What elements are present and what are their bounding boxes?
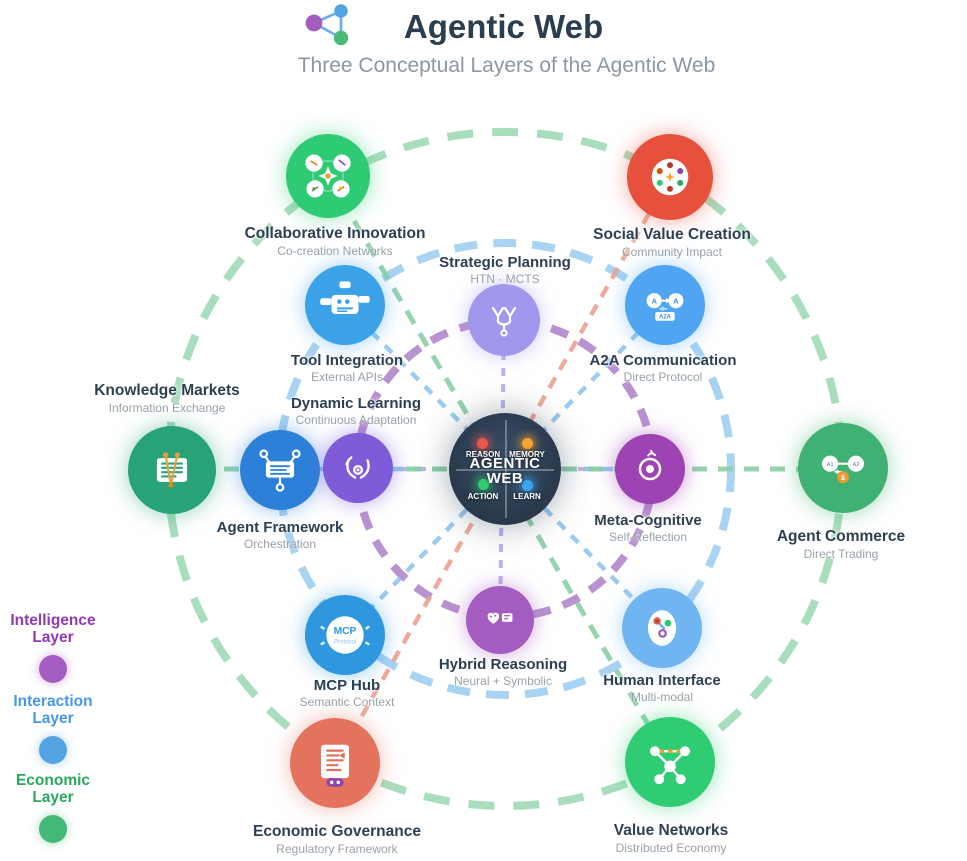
- meta-cognitive-icon: [638, 449, 662, 481]
- action-label: ACTION: [467, 492, 499, 501]
- legend-item-economic: Economic Layer: [3, 772, 103, 843]
- memory-dot: [522, 438, 533, 449]
- label-economic-governance: Economic Governance Regulatory Framework: [253, 823, 421, 856]
- network-logo-icon: [305, 4, 348, 46]
- node-social-value-creation: [627, 134, 713, 220]
- node-human-interface: [622, 588, 702, 668]
- node-hybrid-reasoning: [466, 586, 534, 654]
- center-title-line1: AGENTIC: [469, 455, 541, 472]
- node-value-networks: [625, 717, 715, 807]
- interaction-layer-dot: [39, 735, 67, 764]
- collaborative-innovation-icon: [305, 154, 351, 198]
- quadrant-divider-vertical: [505, 419, 507, 519]
- label-strategic-planning: Strategic Planning HTN · MCTS: [439, 254, 571, 286]
- strategic-planning-icon: [491, 306, 517, 337]
- label-agent-commerce: Agent Commerce Direct Trading: [776, 528, 906, 561]
- legend-label-interaction: Interaction Layer: [13, 693, 93, 728]
- svg-text:A2: A2: [852, 462, 859, 468]
- node-economic-governance: [290, 718, 380, 808]
- value-networks-icon: [649, 746, 691, 785]
- label-dynamic-learning: Dynamic Learning Continuous Adaptation: [290, 395, 422, 427]
- node-collaborative-innovation: [286, 134, 370, 218]
- learn-dot: [522, 480, 533, 491]
- node-strategic-planning: [468, 284, 540, 356]
- dynamic-learning-icon: [345, 456, 370, 479]
- legend-item-interaction: Interaction Layer: [3, 693, 103, 764]
- center-title-line2: WEB: [486, 470, 524, 487]
- quadrant-divider-horizontal: [455, 469, 555, 471]
- label-a2a-communication: A2A Communication Direct Protocol: [589, 352, 737, 384]
- svg-text:A: A: [673, 296, 679, 305]
- agent-framework-icon: [259, 449, 301, 492]
- node-meta-cognitive: [615, 434, 685, 504]
- node-agent-framework: [240, 430, 320, 510]
- social-value-creation-icon: [651, 158, 689, 196]
- label-collaborative-innovation: Collaborative Innovation Co-creation Net…: [244, 225, 426, 258]
- economic-governance-icon: [321, 744, 349, 787]
- label-human-interface: Human Interface Multi-modal: [603, 672, 721, 704]
- label-value-networks: Value Networks Distributed Economy: [613, 822, 729, 855]
- svg-text:A2A: A2A: [659, 315, 672, 321]
- reason-dot: [477, 438, 488, 449]
- economic-layer-dot: [39, 814, 67, 843]
- center-hub-agentic-web: REASON MEMORY ACTION LEARN AGENTIC WEB: [449, 413, 561, 525]
- svg-text:$: $: [841, 473, 846, 482]
- action-dot: [478, 479, 489, 490]
- svg-text:A1: A1: [827, 462, 834, 468]
- page-subtitle: Three Conceptual Layers of the Agentic W…: [297, 54, 716, 77]
- label-agent-framework: Agent Framework Orchestration: [216, 519, 344, 551]
- tool-integration-icon: [320, 281, 370, 314]
- svg-text:A: A: [651, 296, 657, 305]
- node-a2a-communication: A A A2A: [625, 265, 705, 345]
- memory-label: MEMORY: [509, 450, 545, 459]
- legend-label-intelligence: Intelligence Layer: [10, 612, 96, 647]
- human-interface-icon: [647, 610, 677, 646]
- a2a-communication-icon: A A A2A: [646, 293, 684, 321]
- knowledge-markets-icon: [156, 452, 188, 488]
- mcp-hub-icon: MCP Protocol: [320, 616, 370, 654]
- intelligence-layer-dot: [39, 654, 67, 683]
- page-title: Agentic Web: [403, 8, 604, 45]
- node-mcp-hub: MCP Protocol: [305, 595, 385, 675]
- hybrid-reasoning-icon: [487, 612, 513, 624]
- label-meta-cognitive: Meta-Cognitive Self-Reflection: [594, 512, 702, 544]
- svg-text:Protocol: Protocol: [334, 639, 356, 645]
- label-mcp-hub: MCP Hub Semantic Context: [299, 677, 395, 709]
- agent-commerce-icon: A1 A2 $: [822, 455, 864, 484]
- label-tool-integration: Tool Integration External APIs: [290, 352, 404, 384]
- learn-label: LEARN: [513, 492, 541, 501]
- legend-label-economic: Economic Layer: [15, 772, 91, 807]
- label-knowledge-markets: Knowledge Markets Information Exchange: [94, 382, 240, 415]
- reason-label: REASON: [465, 450, 501, 459]
- node-agent-commerce: A1 A2 $: [798, 423, 888, 513]
- label-social-value-creation: Social Value Creation Community Impact: [593, 226, 751, 259]
- svg-text:MCP: MCP: [334, 626, 357, 637]
- node-dynamic-learning: [323, 433, 393, 503]
- label-hybrid-reasoning: Hybrid Reasoning Neural + Symbolic: [438, 656, 568, 688]
- node-tool-integration: [305, 265, 385, 345]
- legend-item-intelligence: Intelligence Layer: [3, 612, 103, 683]
- node-knowledge-markets: [128, 426, 216, 514]
